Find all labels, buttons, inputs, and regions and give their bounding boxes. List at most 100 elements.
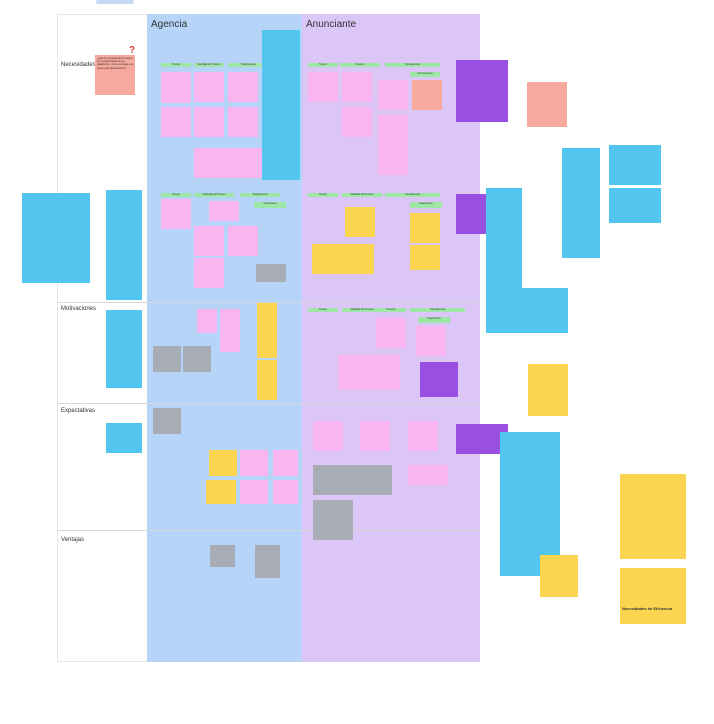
sticky-note[interactable] [228,107,258,137]
sticky-note[interactable] [313,465,353,495]
sticky-note[interactable] [456,60,508,122]
sticky-note[interactable] [376,318,406,348]
sticky-note[interactable] [312,244,374,274]
sticky-note[interactable] [456,194,488,234]
sticky-note[interactable] [378,80,408,110]
section-header-ease: Facilidad del Proceso [342,193,382,197]
section-header-time: Tiempo [161,63,191,67]
sticky-note[interactable] [194,148,262,178]
sticky-note[interactable] [486,288,568,333]
question-mark-icon: ? [129,45,136,56]
sticky-note[interactable] [352,465,392,495]
sticky-note[interactable] [220,309,240,333]
sticky-note[interactable] [500,432,560,576]
sticky-note[interactable] [342,72,372,102]
sticky-note[interactable] [273,480,298,504]
section-header-transparency: Transparencia [385,63,440,67]
sticky-note[interactable] [256,264,286,282]
sticky-note[interactable] [410,213,440,243]
sticky-note[interactable] [106,190,142,300]
sticky-note[interactable] [273,450,298,476]
section-header-ease: Facilidad del Proceso [194,63,224,67]
sticky-note[interactable] [194,107,224,137]
sticky-note[interactable] [194,258,224,288]
sticky-note[interactable] [378,115,408,145]
sticky-note[interactable] [410,245,440,270]
row-divider [57,403,480,404]
sticky-note[interactable] [255,545,280,578]
sticky-note[interactable] [106,310,142,388]
row-divider [57,302,480,303]
sticky-note[interactable] [257,360,277,380]
sticky-note[interactable] [194,72,224,102]
top-bar [96,0,134,4]
section-header-process: Proceso [376,308,406,312]
sticky-note[interactable] [209,450,237,476]
question-sticky-note[interactable]: ¿Qué se necesita de la mejora en la orga… [95,55,135,95]
sticky-note[interactable] [257,333,277,358]
sticky-note[interactable] [228,226,258,256]
sticky-note[interactable] [161,199,191,229]
sticky-note[interactable] [527,82,567,127]
section-header-ease: Facilidad del Proceso [194,193,234,197]
section-header-tracking: Seguimiento [418,317,450,323]
sticky-note[interactable] [183,346,211,372]
sticky-note[interactable] [416,326,446,356]
sticky-note[interactable] [408,421,438,451]
sticky-note[interactable] [209,201,239,221]
sticky-note[interactable] [161,72,191,103]
sticky-note[interactable] [360,421,390,451]
sticky-note[interactable] [456,424,508,454]
sticky-note[interactable] [620,568,686,624]
sticky-note[interactable] [378,145,408,175]
sticky-note[interactable] [345,207,375,237]
sticky-note[interactable] [609,145,661,185]
sticky-note[interactable] [153,408,181,434]
agency-summary-note[interactable] [262,30,300,180]
section-header-transparency: Transparencia [410,308,465,312]
row-label-motivations: Motivaciones [61,306,97,312]
sticky-note[interactable] [220,328,240,352]
sticky-note[interactable] [338,355,400,390]
summary-note-text: Necesidades de Eficiencia [622,606,673,611]
sticky-note[interactable] [22,193,90,283]
sticky-note[interactable] [194,226,224,256]
advertiser-column-title: Anunciante [306,19,357,30]
sticky-note[interactable] [620,474,686,559]
sticky-note[interactable] [408,465,448,485]
sticky-note[interactable] [210,545,235,567]
sticky-note[interactable] [420,362,458,397]
section-header-time: Tiempo [308,308,338,312]
sticky-note[interactable] [609,188,661,223]
sticky-note[interactable] [197,309,217,333]
sticky-note[interactable] [240,480,268,504]
section-header-tracking: Seguimiento [254,202,286,208]
sticky-note[interactable] [313,421,343,451]
sticky-note[interactable] [228,72,258,102]
sticky-note[interactable] [486,188,522,290]
sticky-note[interactable] [206,480,236,504]
sticky-note[interactable] [412,80,442,110]
sticky-note[interactable] [313,500,353,540]
section-header-time: Tiempo [161,193,191,197]
sticky-note[interactable] [161,107,191,137]
section-header-process: Proceso [340,63,380,67]
section-header-ease: Facilidad del Proceso [342,308,382,312]
section-header-transparency: Transparencia [240,193,280,197]
sticky-note[interactable] [540,555,578,597]
sticky-note[interactable] [528,364,568,416]
sticky-note[interactable] [240,450,268,476]
sticky-note[interactable] [257,380,277,400]
sticky-note[interactable] [257,303,277,333]
sticky-note[interactable] [153,346,181,372]
section-header-time: Tiempo [308,63,338,67]
section-header-time: Tiempo [308,193,338,197]
sticky-note[interactable] [342,107,372,137]
row-label-expectations: Expectativas [61,408,96,414]
sticky-note[interactable] [562,148,600,258]
section-header-transparency: Transparencia [228,63,268,67]
sticky-note[interactable] [106,423,142,453]
row-label-advantages: Ventajas [61,537,85,543]
row-divider [57,530,480,531]
sticky-note[interactable] [308,72,338,102]
